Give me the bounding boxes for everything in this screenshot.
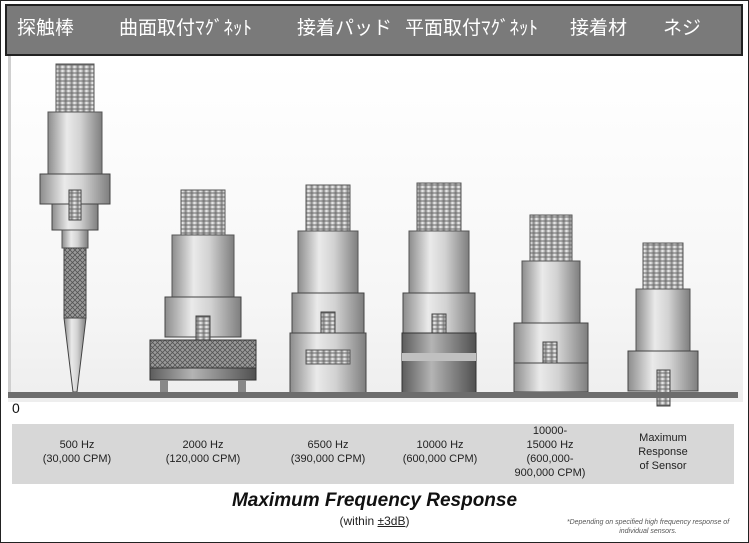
footnote: *Depending on specified high frequency r… [566, 519, 730, 535]
sensor-adhesive-mount [513, 214, 589, 393]
sensor-curved-magnet [149, 189, 257, 392]
diagram-background [8, 62, 743, 402]
freq-label-flat-magnet: 10000 Hz (600,000 CPM) [402, 439, 478, 465]
sensor-flat-magnet [401, 182, 477, 394]
freq-label-adhesive: 10000- 15000 Hz (600,000- 900,000 CPM) [514, 425, 586, 479]
freq-label-curved-magnet: 2000 Hz (120,000 CPM) [165, 439, 241, 465]
mount-label-adhesive: 接着材 [570, 17, 628, 39]
frequency-label-strip [12, 424, 734, 484]
mount-type-header: 探触棒 曲面取付ﾏｸﾞﾈｯﾄ 接着パッド 平面取付ﾏｸﾞﾈｯﾄ 接着材 ネジ [5, 4, 743, 56]
freq-label-probe: 500 Hz (30,000 CPM) [42, 439, 112, 465]
mount-label-adhesive-pad: 接着パッド [297, 17, 393, 39]
sensor-probe-tip [39, 63, 111, 393]
freq-label-adhesive-pad: 6500 Hz (390,000 CPM) [290, 439, 366, 465]
sensor-adhesive-pad [289, 184, 367, 394]
diagram-title: Maximum Frequency Response [231, 490, 518, 511]
diagram-subtitle: (within ±3dB) [339, 514, 410, 528]
left-axis [8, 56, 11, 396]
axis-zero-label: 0 [12, 400, 20, 416]
mount-label-curved-magnet: 曲面取付ﾏｸﾞﾈｯﾄ [119, 17, 253, 39]
freq-label-stud: Maximum Response of Sensor [638, 432, 688, 472]
mount-label-stud: ネジ [663, 17, 702, 39]
mount-label-probe: 探触棒 [17, 17, 75, 39]
baseline [8, 392, 738, 398]
mount-label-flat-magnet: 平面取付ﾏｸﾞﾈｯﾄ [405, 17, 539, 39]
sensor-stud-mount [627, 242, 699, 407]
